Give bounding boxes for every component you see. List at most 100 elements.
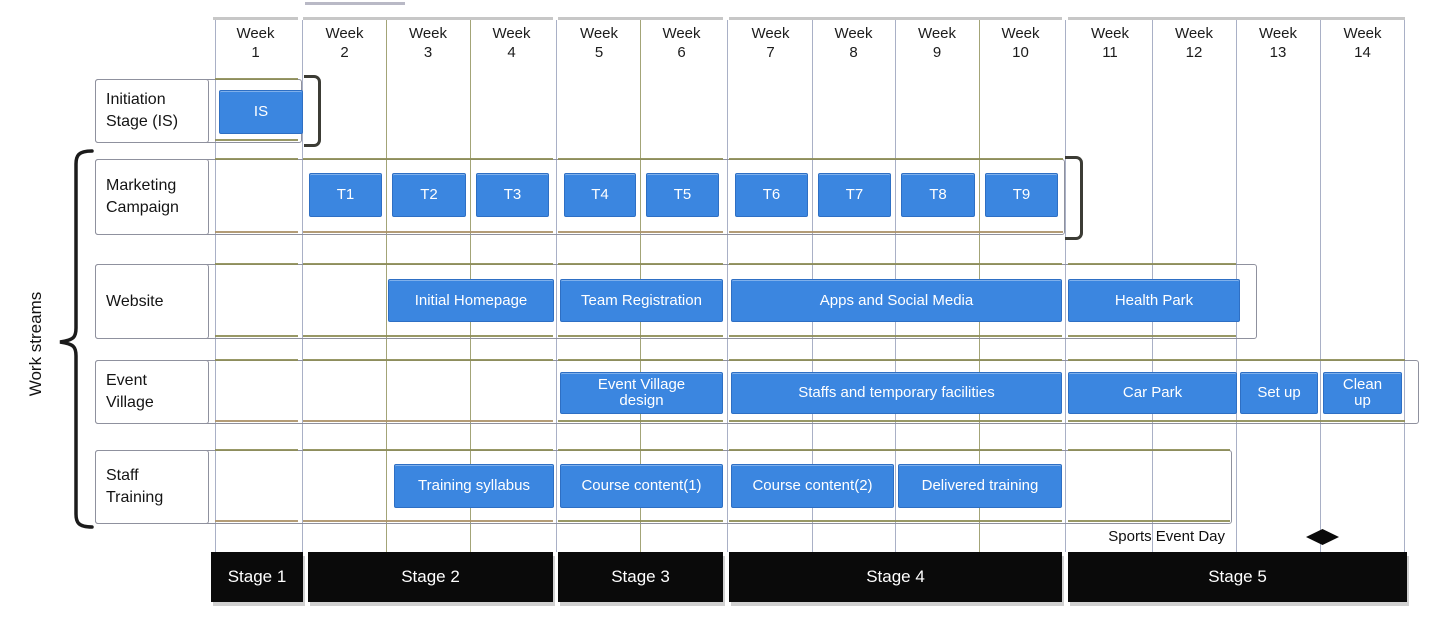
task-bar-health-park: Health Park bbox=[1068, 279, 1240, 322]
row-label-event-village: Event Village bbox=[95, 360, 209, 424]
work-streams-axis-label: Work streams bbox=[26, 291, 45, 397]
row-label-marketing-campaign: Marketing Campaign bbox=[95, 159, 209, 235]
task-bar-t3: T3 bbox=[476, 173, 549, 217]
task-bar-clean-up: Clean up bbox=[1323, 372, 1402, 414]
header-top-border bbox=[213, 17, 298, 20]
top-border-fragment bbox=[305, 2, 405, 5]
row-edge-line bbox=[558, 449, 723, 451]
header-top-border bbox=[558, 17, 723, 20]
row-edge-line bbox=[215, 335, 298, 337]
row-edge-line bbox=[1068, 359, 1405, 361]
row-edge-line bbox=[1068, 520, 1230, 522]
gridline bbox=[1404, 20, 1405, 552]
row-end-bracket bbox=[1065, 156, 1083, 240]
row-edge-line bbox=[729, 263, 1062, 265]
row-label-staff-training: Staff Training bbox=[95, 450, 209, 524]
stage-bar-1: Stage 1 bbox=[211, 552, 303, 602]
row-edge-line bbox=[303, 449, 553, 451]
task-bar-event-village-design: Event Village design bbox=[560, 372, 723, 414]
stage-bar-5: Stage 5 bbox=[1068, 552, 1407, 602]
row-edge-line bbox=[215, 359, 298, 361]
row-edge-line bbox=[558, 231, 723, 233]
task-bar-t1: T1 bbox=[309, 173, 382, 217]
gridline bbox=[727, 20, 728, 552]
row-edge-line bbox=[729, 335, 1062, 337]
task-bar-course-content-2: Course content(2) bbox=[731, 464, 894, 508]
row-edge-line bbox=[303, 231, 553, 233]
task-bar-car-park: Car Park bbox=[1068, 372, 1237, 414]
task-bar-initial-homepage: Initial Homepage bbox=[388, 279, 554, 322]
gridline bbox=[302, 20, 303, 552]
gridline bbox=[1065, 20, 1066, 552]
row-edge-line bbox=[1068, 335, 1236, 337]
task-bar-set-up: Set up bbox=[1240, 372, 1318, 414]
stage-bar-2: Stage 2 bbox=[308, 552, 553, 602]
task-bar-staffs-temporary-facilities: Staffs and temporary facilities bbox=[731, 372, 1062, 414]
task-bar-team-registration: Team Registration bbox=[560, 279, 723, 322]
row-edge-line bbox=[729, 359, 1062, 361]
task-bar-training-syllabus: Training syllabus bbox=[394, 464, 554, 508]
task-bar-is: IS bbox=[219, 90, 303, 134]
row-end-bracket bbox=[304, 75, 321, 147]
milestone-diamond-icon bbox=[1306, 529, 1339, 545]
row-edge-line bbox=[303, 335, 553, 337]
task-bar-course-content-1: Course content(1) bbox=[560, 464, 723, 508]
header-top-border bbox=[1068, 17, 1405, 20]
gridline bbox=[556, 20, 557, 552]
task-bar-t7: T7 bbox=[818, 173, 891, 217]
task-bar-t5: T5 bbox=[646, 173, 719, 217]
row-edge-line bbox=[215, 158, 298, 160]
row-edge-line bbox=[558, 359, 723, 361]
row-edge-line bbox=[558, 158, 723, 160]
milestone-label: Sports Event Day bbox=[1108, 528, 1225, 545]
row-edge-line bbox=[215, 78, 298, 80]
row-edge-line bbox=[215, 231, 298, 233]
row-label-initiation-stage: Initiation Stage (IS) bbox=[95, 79, 209, 143]
task-bar-delivered-training: Delivered training bbox=[898, 464, 1062, 508]
row-edge-line bbox=[303, 263, 553, 265]
row-edge-line bbox=[558, 520, 723, 522]
row-edge-line bbox=[215, 139, 298, 141]
row-edge-line bbox=[1068, 420, 1405, 422]
task-bar-t2: T2 bbox=[392, 173, 466, 217]
row-edge-line bbox=[303, 158, 553, 160]
task-bar-apps-social-media: Apps and Social Media bbox=[731, 279, 1062, 322]
row-edge-line bbox=[215, 520, 298, 522]
row-label-website: Website bbox=[95, 264, 209, 339]
task-bar-t9: T9 bbox=[985, 173, 1058, 217]
row-edge-line bbox=[1068, 263, 1236, 265]
row-edge-line bbox=[729, 449, 1062, 451]
row-edge-line bbox=[303, 359, 553, 361]
row-edge-line bbox=[215, 449, 298, 451]
row-edge-line bbox=[215, 263, 298, 265]
row-edge-line bbox=[558, 420, 723, 422]
row-edge-line bbox=[303, 520, 553, 522]
row-edge-line bbox=[1068, 449, 1230, 451]
row-edge-line bbox=[729, 231, 1063, 233]
gridline bbox=[386, 20, 387, 552]
row-edge-line bbox=[729, 420, 1062, 422]
work-streams-brace bbox=[59, 149, 94, 529]
row-edge-line bbox=[215, 420, 298, 422]
header-top-border bbox=[303, 17, 553, 20]
row-edge-line bbox=[558, 335, 723, 337]
task-bar-t6: T6 bbox=[735, 173, 808, 217]
stage-bar-4: Stage 4 bbox=[729, 552, 1062, 602]
gridline bbox=[215, 20, 216, 552]
header-top-border bbox=[729, 17, 1062, 20]
row-edge-line bbox=[729, 158, 1063, 160]
row-edge-line bbox=[558, 263, 723, 265]
